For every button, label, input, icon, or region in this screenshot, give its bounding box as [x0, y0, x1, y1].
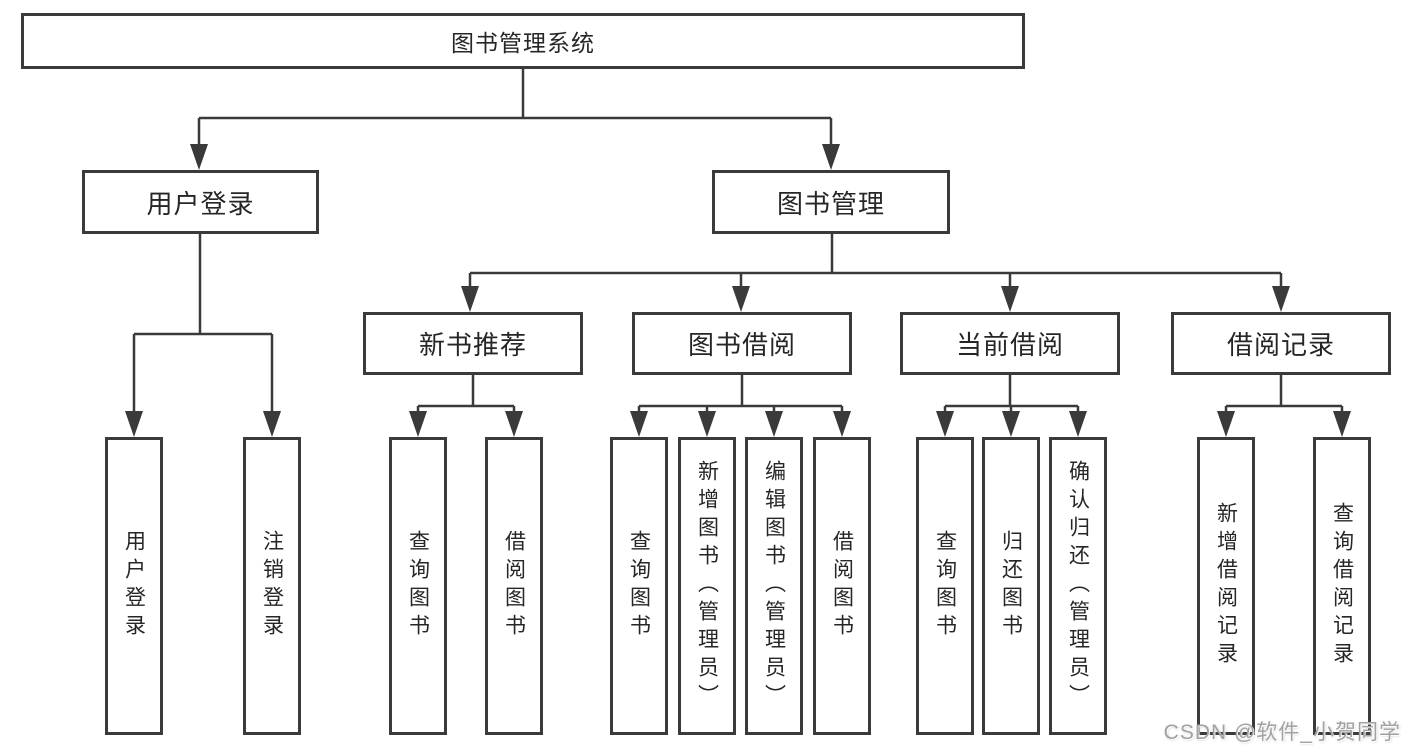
- leaf-query-borrow-record: 查询借阅记录: [1313, 437, 1371, 735]
- node-current-borrow: 当前借阅: [900, 312, 1120, 375]
- leaf-label: 注销登录: [260, 530, 284, 642]
- leaf-borrow-books-recommend: 借阅图书: [485, 437, 543, 735]
- leaf-label: 查询图书: [933, 530, 957, 642]
- node-library-management-system: 图书管理系统: [21, 13, 1025, 69]
- leaf-query-books-current: 查询图书: [916, 437, 974, 735]
- node-book-borrow: 图书借阅: [632, 312, 852, 375]
- leaf-confirm-return-admin: 确认归还（管理员）: [1049, 437, 1107, 735]
- leaf-label: 查询借阅记录: [1330, 502, 1354, 670]
- leaf-edit-books-admin: 编辑图书（管理员）: [745, 437, 803, 735]
- leaf-label: 归还图书: [999, 530, 1023, 642]
- node-new-book-recommend: 新书推荐: [363, 312, 583, 375]
- leaf-label: 借阅图书: [830, 530, 854, 642]
- leaf-logout-login: 注销登录: [243, 437, 301, 735]
- leaf-query-books-recommend: 查询图书: [389, 437, 447, 735]
- csdn-watermark: CSDN @软件_小贺同学: [1163, 721, 1401, 744]
- leaf-label: 新增图书（管理员）: [695, 460, 719, 712]
- leaf-label: 借阅图书: [502, 530, 526, 642]
- leaf-label: 查询图书: [627, 530, 651, 642]
- leaf-label: 查询图书: [406, 530, 430, 642]
- node-user-login: 用户登录: [82, 170, 319, 234]
- leaf-add-books-admin: 新增图书（管理员）: [678, 437, 736, 735]
- leaf-label: 新增借阅记录: [1214, 502, 1238, 670]
- leaf-label: 用户登录: [122, 530, 146, 642]
- leaf-label: 编辑图书（管理员）: [762, 460, 786, 712]
- node-borrow-records: 借阅记录: [1171, 312, 1391, 375]
- node-book-management: 图书管理: [712, 170, 950, 234]
- leaf-add-borrow-record: 新增借阅记录: [1197, 437, 1255, 735]
- leaf-user-login: 用户登录: [105, 437, 163, 735]
- leaf-borrow-books: 借阅图书: [813, 437, 871, 735]
- leaf-query-books-borrow: 查询图书: [610, 437, 668, 735]
- leaf-return-books: 归还图书: [982, 437, 1040, 735]
- leaf-label: 确认归还（管理员）: [1066, 460, 1090, 712]
